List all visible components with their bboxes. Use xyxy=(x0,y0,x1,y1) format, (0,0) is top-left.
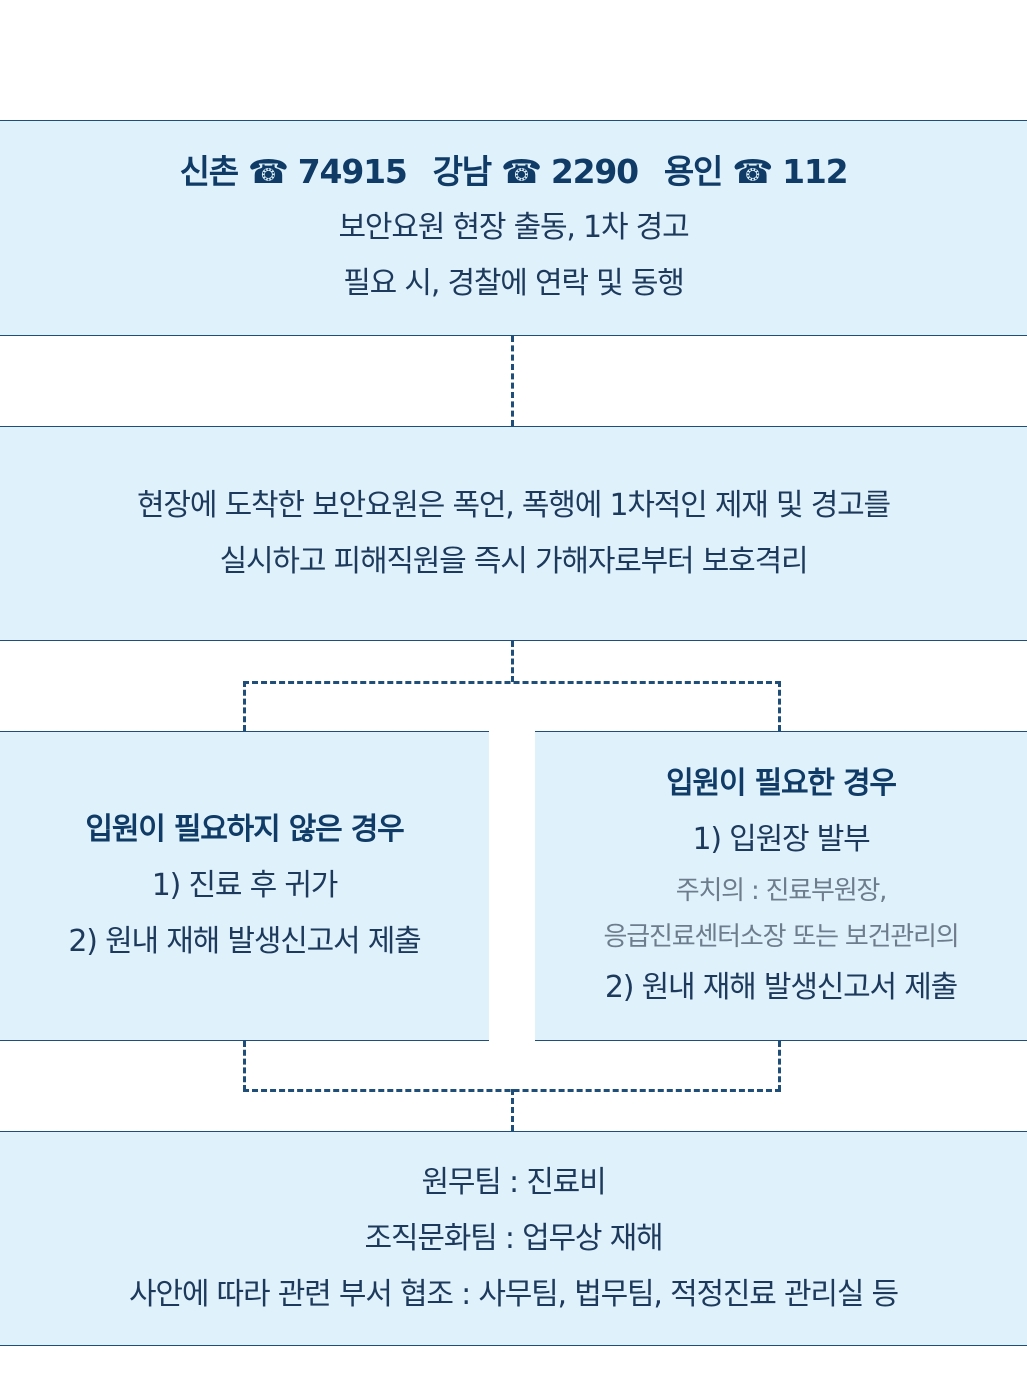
contact-row: 신촌 ☎ 74915 강남 ☎ 2290 용인 ☎ 112 xyxy=(179,144,849,200)
phone-icon: ☎ xyxy=(732,152,773,191)
response-text-1: 현장에 도착한 보안요원은 폭언, 폭행에 1차적인 제재 및 경고를 xyxy=(137,487,891,523)
phone-number: 2290 xyxy=(550,152,639,191)
admission-item-2: 2) 원내 재해 발생신고서 제출 xyxy=(604,970,958,1005)
admission-item-1: 1) 입원장 발부 xyxy=(692,822,870,857)
connector-line xyxy=(243,681,246,731)
contact-gangnam: 강남 ☎ 2290 xyxy=(432,144,639,200)
connector-line xyxy=(778,681,781,731)
response-box: 현장에 도착한 보안요원은 폭언, 폭행에 1차적인 제재 및 경고를 실시하고… xyxy=(0,426,1027,641)
no-admission-box: 입원이 필요하지 않은 경우 1) 진료 후 귀가 2) 원내 재해 발생신고서… xyxy=(0,731,489,1041)
contact-box: 신촌 ☎ 74915 강남 ☎ 2290 용인 ☎ 112 보안요원 현장 출동… xyxy=(0,120,1027,336)
phone-number: 74915 xyxy=(297,152,408,191)
phone-icon: ☎ xyxy=(500,152,542,191)
admission-note-2: 응급진료센터소장 또는 보건관리의 xyxy=(603,922,960,952)
police-text: 필요 시, 경찰에 연락 및 동행 xyxy=(343,266,685,301)
admission-box: 입원이 필요한 경우 1) 입원장 발부 주치의 : 진료부원장, 응급진료센터… xyxy=(535,731,1027,1041)
phone-number: 112 xyxy=(782,152,849,191)
connector-line xyxy=(243,1041,246,1091)
response-text-2: 실시하고 피해직원을 즉시 가해자로부터 보호격리 xyxy=(219,543,809,579)
admission-title: 입원이 필요한 경우 xyxy=(666,766,897,801)
no-admission-title: 입원이 필요하지 않은 경우 xyxy=(85,812,404,847)
connector-line xyxy=(511,1089,514,1131)
connector-line xyxy=(511,336,514,426)
phone-icon: ☎ xyxy=(247,152,289,191)
campus-name: 용인 xyxy=(663,152,724,191)
follow-up-text-2: 조직문화팀 : 업무상 재해 xyxy=(364,1220,664,1256)
campus-name: 강남 xyxy=(432,152,493,191)
no-admission-item-1: 1) 진료 후 귀가 xyxy=(151,868,339,903)
connector-line xyxy=(511,641,514,682)
admission-note-1: 주치의 : 진료부원장, xyxy=(675,876,888,906)
no-admission-item-2: 2) 원내 재해 발생신고서 제출 xyxy=(68,924,421,959)
dispatch-text: 보안요원 현장 출동, 1차 경고 xyxy=(338,210,690,245)
branch-line xyxy=(243,681,781,684)
contact-sinchon: 신촌 ☎ 74915 xyxy=(179,144,408,200)
follow-up-text-3: 사안에 따라 관련 부서 협조 : 사무팀, 법무팀, 적정진료 관리실 등 xyxy=(129,1276,899,1312)
follow-up-text-1: 원무팀 : 진료비 xyxy=(421,1164,607,1200)
contact-yongin: 용인 ☎ 112 xyxy=(663,144,849,200)
campus-name: 신촌 xyxy=(179,152,240,191)
connector-line xyxy=(778,1041,781,1091)
follow-up-box: 원무팀 : 진료비 조직문화팀 : 업무상 재해 사안에 따라 관련 부서 협조… xyxy=(0,1131,1027,1346)
